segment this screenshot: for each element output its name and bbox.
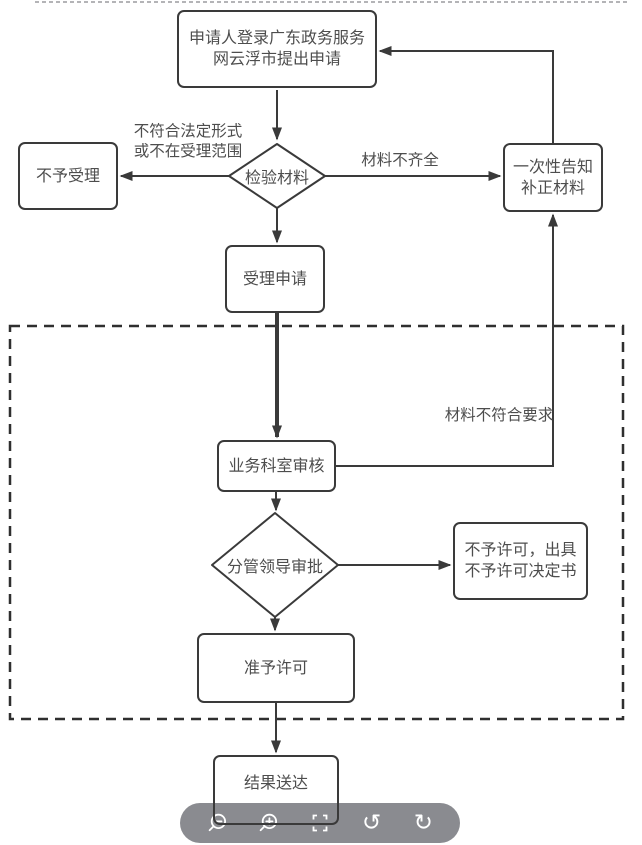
zoom-in-icon[interactable] xyxy=(253,808,283,838)
leader-approval-label: 分管领导审批 xyxy=(226,559,323,576)
node-reject-acceptance-label: 不予受理 xyxy=(35,167,100,185)
edge-review-to-notify xyxy=(336,213,558,467)
rotate-left-icon[interactable]: ↺ xyxy=(357,808,387,838)
node-deny-permit: 不予许可，出具 不予许可决定书 xyxy=(453,522,588,600)
rotate-right-glyph: ↻ xyxy=(413,809,433,836)
node-result-delivery-label: 结果送达 xyxy=(243,774,308,792)
node-apply-label-line1: 申请人登录广东政务服务 xyxy=(188,30,365,47)
node-reject-acceptance: 不予受理 xyxy=(18,142,118,210)
edge-label-incomplete-material: 材料不齐全 xyxy=(361,152,439,169)
edge-label-nonconforming-material: 材料不符合要求 xyxy=(444,407,554,424)
edge-label-invalid-form-line2: 或不在受理范围 xyxy=(133,143,243,160)
edge-label-invalid-form-line1: 不符合法定形式 xyxy=(133,123,243,140)
fit-screen-icon[interactable] xyxy=(305,808,335,838)
leader-approval-diamond xyxy=(211,512,339,618)
node-department-review: 业务科室审核 xyxy=(217,440,336,492)
node-result-delivery: 结果送达 xyxy=(213,755,339,825)
node-accept-application: 受理申请 xyxy=(225,245,325,313)
node-apply-label-line2: 网云浮市提出申请 xyxy=(212,51,341,68)
check-materials-diamond xyxy=(228,143,326,209)
node-deny-permit-line2: 不予许可决定书 xyxy=(464,563,577,580)
node-apply: 申请人登录广东政务服务 网云浮市提出申请 xyxy=(177,10,377,88)
rotate-left-glyph: ↺ xyxy=(361,809,382,836)
node-onetime-notification-line1: 一次性告知 xyxy=(512,158,593,176)
node-onetime-notification: 一次性告知 补正材料 xyxy=(503,143,603,212)
internal-process-dashed-boundary xyxy=(8,324,625,721)
node-onetime-notification-line2: 补正材料 xyxy=(520,179,585,197)
node-deny-permit-line1: 不予许可，出具 xyxy=(464,542,577,559)
rotate-right-icon[interactable]: ↻ xyxy=(408,808,438,838)
edge-notify-to-apply xyxy=(378,46,554,143)
node-grant-permit: 准予许可 xyxy=(197,633,355,703)
node-accept-application-label: 受理申请 xyxy=(242,270,307,288)
node-grant-permit-label: 准予许可 xyxy=(243,659,308,677)
edge-label-invalid-form: 不符合法定形式 或不在受理范围 xyxy=(126,122,250,162)
node-department-review-label: 业务科室审核 xyxy=(228,457,325,475)
check-materials-label: 检验材料 xyxy=(244,170,309,187)
